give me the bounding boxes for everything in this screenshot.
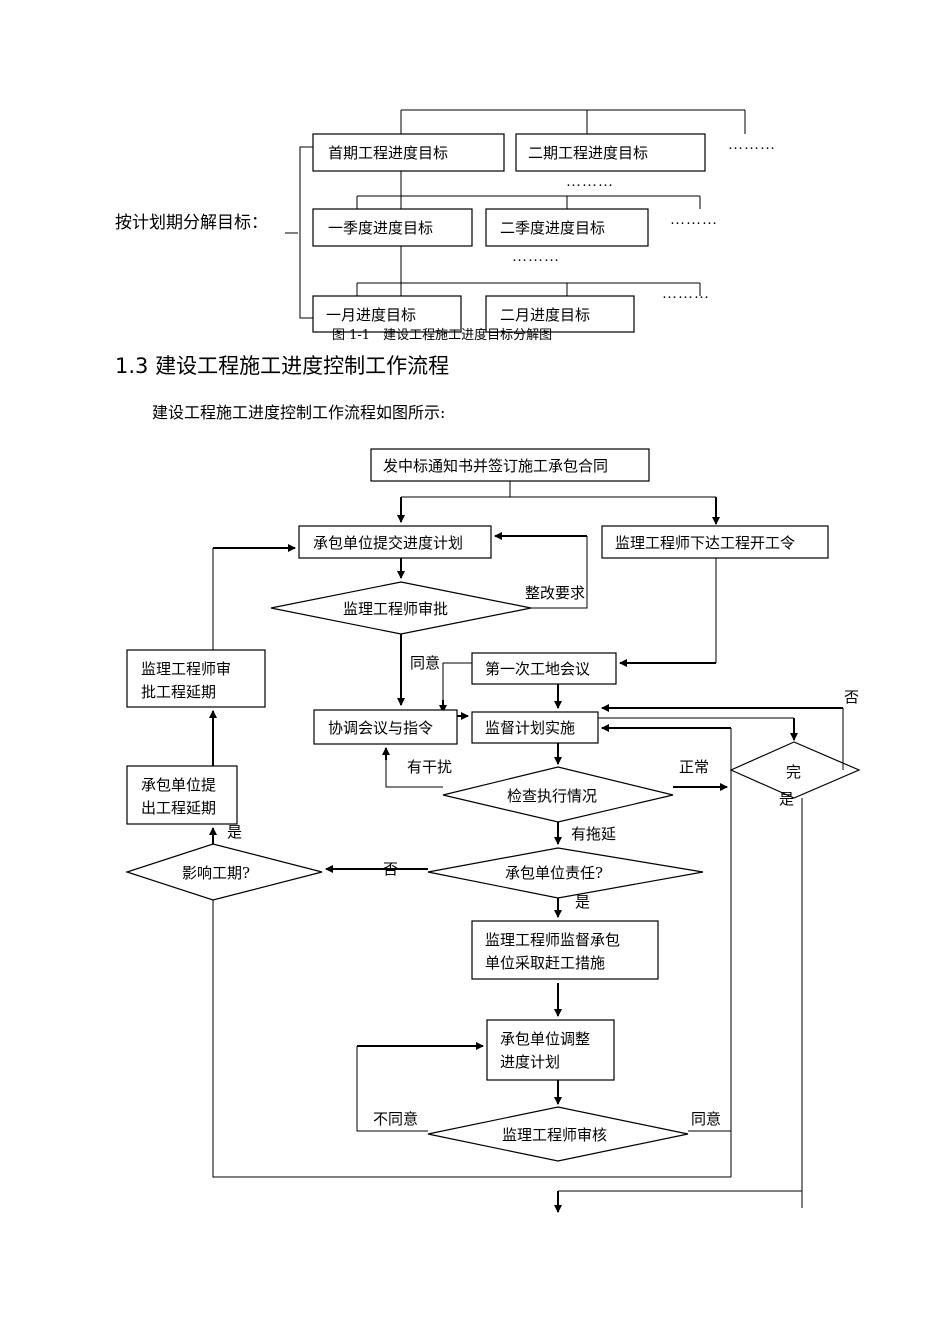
rectify-label: 整改要求 xyxy=(525,584,585,602)
decomposition-diagram: 首期工程进度目标 二期工程进度目标 ……… ……… 按计划期分解目标： 一季度进… xyxy=(115,109,776,343)
complete-no-label: 否 xyxy=(844,688,859,706)
bracket-line xyxy=(299,146,313,319)
affect-diamond xyxy=(125,843,323,901)
decomposition-label: 按计划期分解目标： xyxy=(115,213,268,233)
connector-line xyxy=(212,900,731,1178)
ext-approve-label-2: 批工程延期 xyxy=(141,683,216,701)
ext-request-label-1: 承包单位提 xyxy=(141,776,216,794)
phase2-label: 二期工程进度目标 xyxy=(528,144,648,162)
review-label: 监理工程师审核 xyxy=(502,1126,607,1144)
connector-line xyxy=(385,752,443,788)
start-order-label: 监理工程师下达工程开工令 xyxy=(615,534,795,552)
ext-approve-label-1: 监理工程师审 xyxy=(141,660,231,678)
disagree-label: 不同意 xyxy=(373,1110,418,1128)
ellipsis: ……… xyxy=(728,137,776,153)
section-intro: 建设工程施工进度控制工作流程如图所示: xyxy=(152,403,445,422)
quarter2-box xyxy=(485,208,649,247)
urge-label-2: 单位采取赶工措施 xyxy=(485,954,605,972)
submit-plan-label: 承包单位提交进度计划 xyxy=(313,534,463,552)
progress-control-flowchart: 发中标通知书并签订施工承包合同 承包单位提交进度计划 监理工程师下达工程开工令 … xyxy=(125,448,861,1213)
ellipsis: ……… xyxy=(662,286,710,302)
responsibility-label: 承包单位责任? xyxy=(505,864,603,882)
start-order-box xyxy=(601,525,829,559)
phase2-box xyxy=(515,133,706,172)
urge-box xyxy=(471,920,659,980)
delay-label: 有拖延 xyxy=(571,825,616,843)
month2-box xyxy=(485,295,635,333)
check-diamond xyxy=(442,766,674,823)
ellipsis: ……… xyxy=(566,174,614,190)
connector-line xyxy=(442,662,472,700)
coord-label: 协调会议与指令 xyxy=(328,719,433,737)
affect-yes-label: 是 xyxy=(227,823,242,841)
responsibility-no-label: 否 xyxy=(383,860,398,878)
month1-box xyxy=(312,295,462,333)
ext-request-box xyxy=(126,765,238,825)
complete-yes-label: 是 xyxy=(779,790,794,808)
ext-approve-box xyxy=(126,649,266,708)
figure-caption: 图 1-1 建设工程施工进度目标分解图 xyxy=(332,327,552,343)
ellipsis: ……… xyxy=(512,249,560,265)
responsibility-yes-label: 是 xyxy=(575,893,590,911)
supervise-box xyxy=(471,711,599,744)
complete-diamond xyxy=(729,741,861,799)
first-meeting-label: 第一次工地会议 xyxy=(485,660,590,678)
approve-label: 监理工程师审批 xyxy=(343,600,448,618)
quarter2-label: 二季度进度目标 xyxy=(500,219,605,237)
first-meeting-box xyxy=(471,652,617,685)
complete-label: 完 xyxy=(786,763,801,781)
start-label: 发中标通知书并签订施工承包合同 xyxy=(383,457,608,475)
ellipsis: ……… xyxy=(670,212,718,228)
section-heading: 1.3 建设工程施工进度控制工作流程 xyxy=(115,354,449,378)
review-agree-label: 同意 xyxy=(691,1110,721,1128)
affect-label: 影响工期? xyxy=(182,864,250,882)
normal-label: 正常 xyxy=(679,758,709,776)
coord-box xyxy=(313,709,458,745)
phase1-box xyxy=(312,133,505,172)
adjust-label-2: 进度计划 xyxy=(500,1053,560,1071)
agree-label: 同意 xyxy=(410,654,440,672)
quarter1-label: 一季度进度目标 xyxy=(328,219,433,237)
responsibility-diamond xyxy=(427,847,704,899)
month2-label: 二月进度目标 xyxy=(500,306,590,324)
rectify-loop-line xyxy=(531,536,588,609)
check-label: 检查执行情况 xyxy=(507,787,597,805)
review-diamond xyxy=(427,1106,689,1162)
urge-label-1: 监理工程师监督承包 xyxy=(485,931,620,949)
interference-label: 有干扰 xyxy=(407,758,452,776)
month1-label: 一月进度目标 xyxy=(326,306,416,324)
ext-request-label-2: 出工程延期 xyxy=(141,799,216,817)
submit-plan-box xyxy=(298,525,492,559)
quarter1-box xyxy=(312,208,473,247)
connector-line xyxy=(356,1046,428,1132)
adjust-label-1: 承包单位调整 xyxy=(500,1030,590,1048)
adjust-box xyxy=(486,1019,615,1081)
phase1-label: 首期工程进度目标 xyxy=(328,144,448,162)
supervise-label: 监督计划实施 xyxy=(485,719,575,737)
